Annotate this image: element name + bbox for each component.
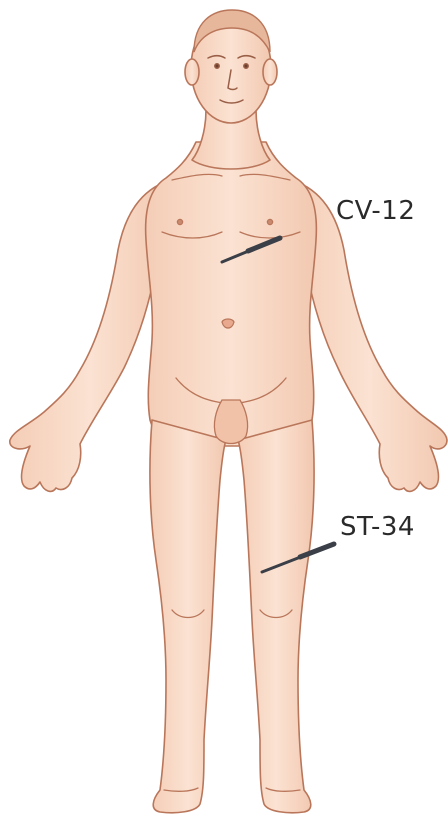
right-ear bbox=[185, 59, 199, 85]
groin bbox=[214, 400, 247, 444]
navel bbox=[222, 319, 234, 328]
left-eye bbox=[244, 64, 248, 68]
right-leg bbox=[150, 420, 226, 813]
acupoint-label-st34: ST-34 bbox=[340, 512, 415, 542]
nipple-right bbox=[177, 219, 182, 224]
right-eye bbox=[215, 64, 219, 68]
left-leg bbox=[238, 420, 314, 813]
nipple-left bbox=[267, 219, 272, 224]
left-ear bbox=[263, 59, 277, 85]
acupoint-label-cv12: CV-12 bbox=[336, 196, 415, 226]
